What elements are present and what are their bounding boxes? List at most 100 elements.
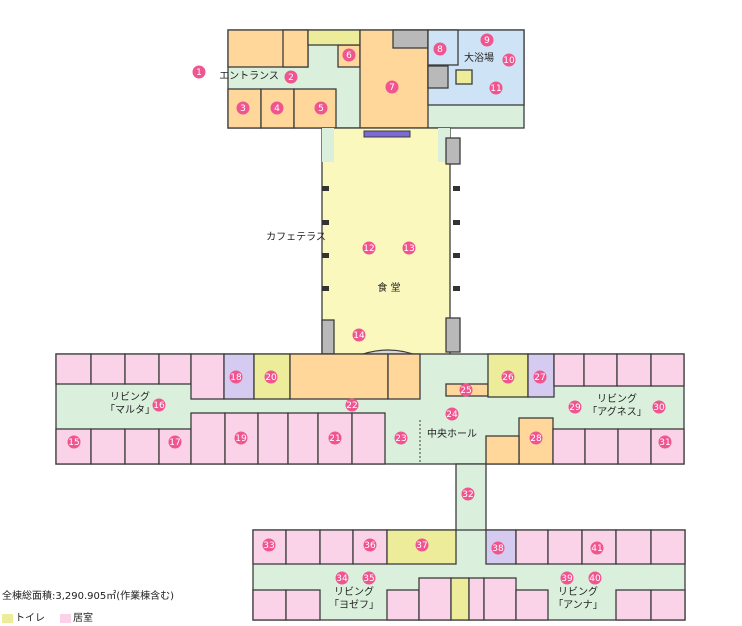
number-label-41: 41 <box>591 544 602 554</box>
number-marker-26 <box>501 370 515 384</box>
number-label-34: 34 <box>336 574 348 584</box>
number-marker-37 <box>415 538 429 552</box>
top-gray-room <box>392 29 429 49</box>
agnes-top-rooms <box>553 353 685 387</box>
label-bath: 大浴場 <box>464 51 494 64</box>
number-label-32: 32 <box>462 490 473 500</box>
number-marker-18 <box>229 370 243 384</box>
number-marker-15 <box>67 435 81 449</box>
number-label-35: 35 <box>363 574 374 584</box>
number-marker-39 <box>560 571 574 585</box>
number-marker-24 <box>445 407 459 421</box>
number-marker-34 <box>335 571 349 585</box>
number-label-13: 13 <box>403 244 414 254</box>
number-label-14: 14 <box>353 331 365 341</box>
joseph-bottom-rooms <box>252 577 452 621</box>
bottom-center-room <box>483 577 517 621</box>
number-label-29: 29 <box>569 403 581 413</box>
number-label-9: 9 <box>484 36 490 46</box>
label-living-malta-2: 「マルタ」 <box>105 404 155 416</box>
number-label-40: 40 <box>589 574 601 584</box>
label-cafeteria: カフェテラス <box>266 231 326 243</box>
label-living-agnes-2: 「アグネス」 <box>587 405 647 418</box>
bath-toilet <box>455 69 473 85</box>
number-marker-36 <box>363 538 377 552</box>
top-office-room <box>282 29 309 68</box>
number-label-36: 36 <box>364 541 376 551</box>
legend-toilet: トイレ <box>2 609 45 624</box>
number-marker-6 <box>342 48 356 62</box>
number-label-10: 10 <box>503 56 515 66</box>
number-marker-17 <box>168 435 182 449</box>
label-living-joseph-1: リビング <box>334 585 374 598</box>
label-living-anna-2: 「アンナ」 <box>553 599 603 611</box>
malta-bottom-rooms <box>55 412 386 465</box>
number-label-8: 8 <box>437 45 443 55</box>
number-marker-38 <box>491 541 505 555</box>
number-marker-40 <box>588 571 602 585</box>
number-marker-14 <box>352 328 366 342</box>
number-label-12: 12 <box>363 244 374 254</box>
number-label-4: 4 <box>274 104 280 114</box>
number-label-20: 20 <box>265 373 277 383</box>
number-marker-29 <box>568 400 582 414</box>
number-label-7: 7 <box>389 83 395 93</box>
number-label-38: 38 <box>492 544 504 554</box>
number-marker-41 <box>590 541 604 555</box>
number-label-23: 23 <box>395 434 406 444</box>
label-central-hall: 中央ホール <box>427 427 477 440</box>
number-marker-8 <box>433 42 447 56</box>
cafeteria-window-marks <box>322 186 460 291</box>
number-label-17: 17 <box>169 438 180 448</box>
number-label-15: 15 <box>68 438 79 448</box>
number-marker-30 <box>652 400 666 414</box>
label-entrance: エントランス <box>219 70 279 82</box>
bottom-toilet <box>450 577 470 621</box>
bath-gray-room <box>427 65 449 89</box>
toilet-swatch <box>2 613 13 623</box>
number-label-28: 28 <box>530 434 542 444</box>
middle-office-stairs <box>387 353 421 400</box>
number-label-31: 31 <box>659 438 670 448</box>
number-marker-4 <box>270 101 284 115</box>
gray-block <box>321 319 335 355</box>
number-label-6: 6 <box>346 51 352 61</box>
number-label-39: 39 <box>561 574 573 584</box>
number-label-22: 22 <box>346 401 357 411</box>
central-hall-office <box>485 435 520 465</box>
number-marker-3 <box>236 101 250 115</box>
malta-top-rooms <box>55 353 225 400</box>
number-marker-20 <box>264 370 278 384</box>
number-marker-13 <box>402 241 416 255</box>
number-label-2: 2 <box>288 73 294 83</box>
number-marker-10 <box>502 53 516 67</box>
legend-toilet-label: トイレ <box>15 613 45 624</box>
number-label-24: 24 <box>446 410 458 420</box>
number-label-3: 3 <box>240 104 246 114</box>
legend-total-area: 全棟総面積:3,290.905㎡(作業棟含む) <box>2 591 175 602</box>
number-marker-19 <box>234 431 248 445</box>
label-living-joseph-2: 「ヨゼフ」 <box>329 599 379 611</box>
number-label-30: 30 <box>653 403 665 413</box>
number-marker-2 <box>284 70 298 84</box>
legend-room: 居室 <box>60 609 93 624</box>
number-marker-32 <box>461 487 475 501</box>
number-label-16: 16 <box>153 401 165 411</box>
number-marker-12 <box>362 241 376 255</box>
number-marker-25 <box>459 383 473 397</box>
top-stair <box>307 29 361 46</box>
number-label-37: 37 <box>416 541 427 551</box>
number-marker-7 <box>385 80 399 94</box>
number-marker-16 <box>152 398 166 412</box>
number-label-25: 25 <box>460 386 471 396</box>
dining-side-left <box>322 128 334 162</box>
label-living-agnes-1: リビング <box>597 392 637 405</box>
label-living-malta-1: リビング <box>110 390 150 403</box>
dining-window <box>363 130 411 138</box>
number-label-33: 33 <box>263 541 274 551</box>
number-marker-28 <box>529 431 543 445</box>
number-marker-21 <box>328 431 342 445</box>
number-marker-33 <box>262 538 276 552</box>
